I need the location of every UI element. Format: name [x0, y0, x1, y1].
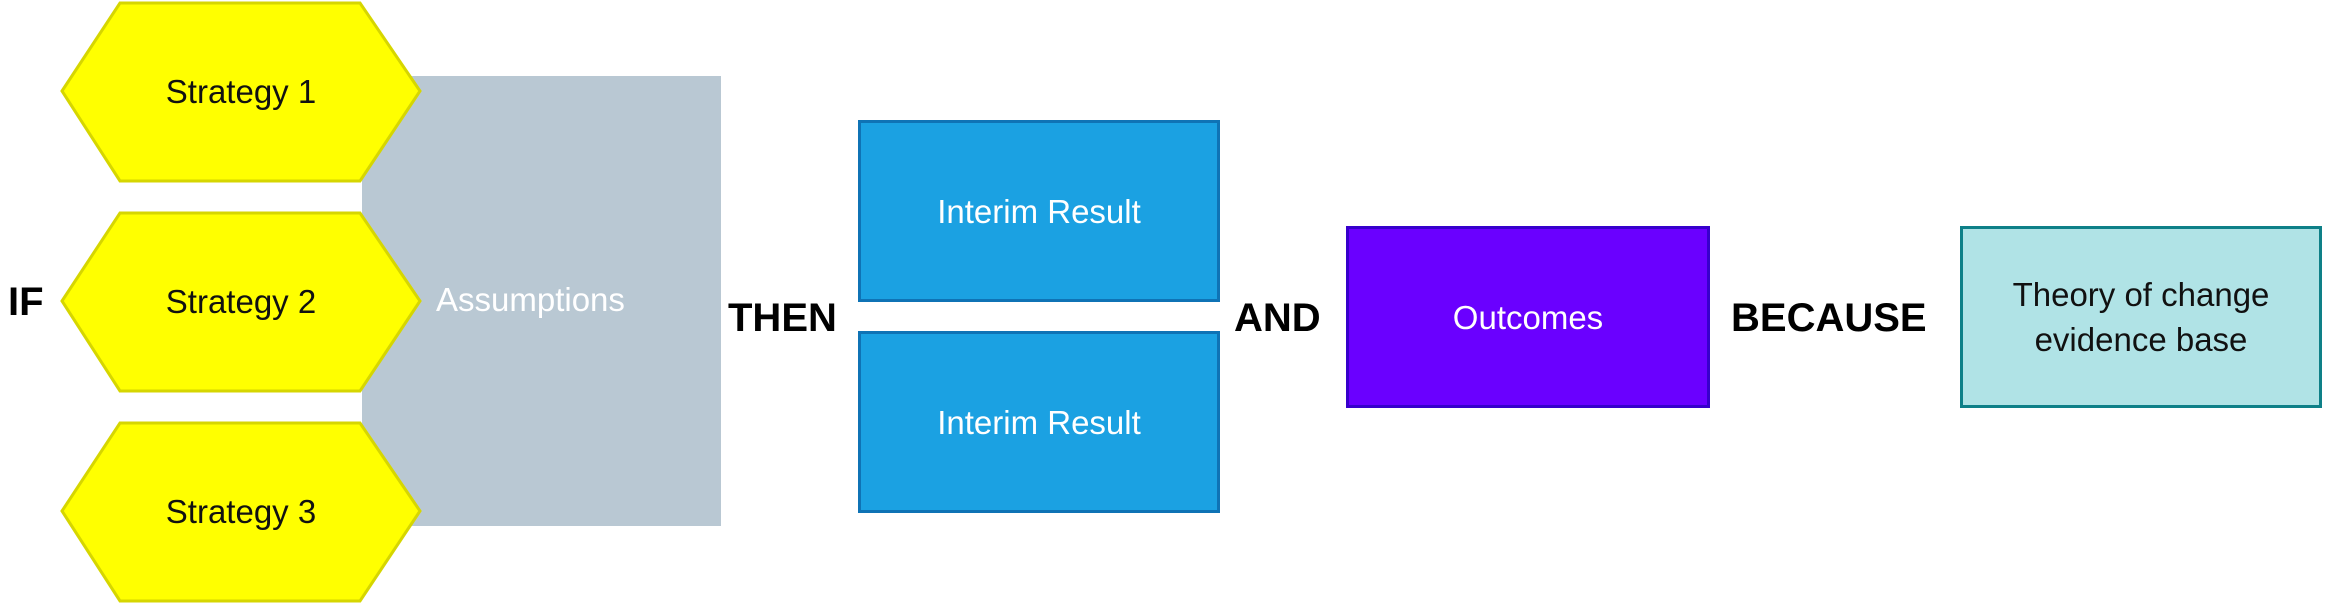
strategy-3-label: Strategy 3 [165, 493, 317, 530]
outcomes-label: Outcomes [1452, 298, 1604, 336]
evidence-base-box[interactable]: Theory of change evidence base [1960, 226, 2322, 408]
evidence-base-label: Theory of change evidence base [2013, 272, 2270, 362]
hexagon-shape [60, 211, 422, 393]
then-keyword: THEN [728, 296, 837, 340]
outcomes-box[interactable]: Outcomes [1346, 226, 1710, 408]
because-keyword: BECAUSE [1731, 296, 1927, 340]
hexagon-shape [60, 421, 422, 603]
assumptions-label: Assumptions [436, 281, 625, 318]
strategy-1-hexagon[interactable]: Strategy 1 [60, 1, 422, 183]
evidence-line-1: Theory of change [2012, 276, 2270, 313]
interim-result-1-label: Interim Result [937, 192, 1141, 230]
interim-result-1-box[interactable]: Interim Result [858, 120, 1220, 302]
if-keyword: IF [8, 280, 44, 324]
hexagon-shape [60, 1, 422, 183]
interim-result-2-label: Interim Result [937, 403, 1141, 441]
assumptions-block[interactable] [362, 76, 721, 526]
strategy-2-label: Strategy 2 [165, 283, 317, 320]
interim-result-2-box[interactable]: Interim Result [858, 331, 1220, 513]
strategy-2-hexagon[interactable]: Strategy 2 [60, 211, 422, 393]
strategy-3-hexagon[interactable]: Strategy 3 [60, 421, 422, 603]
evidence-line-2: evidence base [2034, 321, 2248, 358]
and-keyword: AND [1234, 296, 1321, 340]
strategy-1-label: Strategy 1 [165, 73, 317, 110]
